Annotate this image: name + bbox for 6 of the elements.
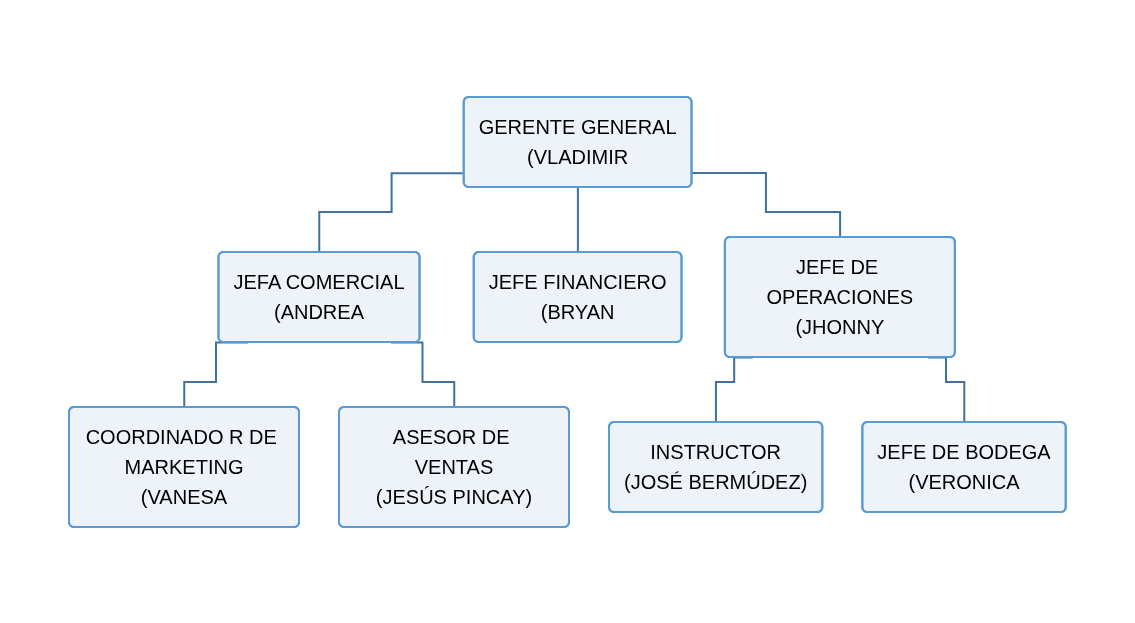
connector: [577, 186, 580, 253]
connector: [390, 341, 456, 408]
connector: [715, 356, 754, 423]
connector: [927, 356, 966, 423]
connector: [691, 171, 842, 238]
connector: [183, 341, 250, 408]
